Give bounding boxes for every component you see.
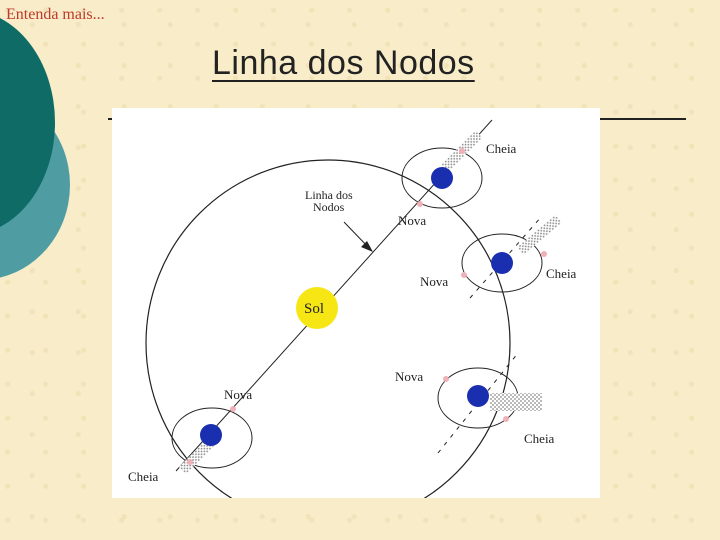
system-left: Nova Cheia [128, 387, 252, 484]
full-label-left: Cheia [128, 469, 159, 484]
nodes-line-pointer-head [361, 241, 373, 252]
new-label-left: Nova [224, 387, 252, 402]
moon-full-top [459, 148, 465, 154]
moon-full-left [187, 459, 193, 465]
system-right: Cheia Nova [420, 215, 577, 298]
slide-title: Linha dos Nodos [212, 44, 475, 83]
full-label-lowright: Cheia [524, 431, 555, 446]
moon-new-left [230, 406, 236, 412]
nodes-line-label-2: Nodos [313, 200, 345, 214]
nodes-line-diagram: Sol Linha dos Nodos Cheia Nova Cheia Nov… [112, 108, 600, 498]
moon-full-lowright [503, 416, 509, 422]
full-label-right: Cheia [546, 266, 577, 281]
moon-full-right [541, 251, 547, 257]
new-label-lowright: Nova [395, 369, 423, 384]
decorative-circles [0, 0, 90, 300]
system-lowright: Cheia Nova [395, 353, 555, 453]
moon-new-right [461, 272, 467, 278]
earth-top [431, 167, 453, 189]
moon-new-lowright [443, 376, 449, 382]
new-label-top: Nova [398, 213, 426, 228]
earth-right [491, 252, 513, 274]
sun-label: Sol [304, 301, 324, 317]
shadow-right [517, 215, 562, 255]
full-label-top: Cheia [486, 141, 517, 156]
moon-new-top [417, 201, 423, 207]
earth-left [200, 424, 222, 446]
shadow-lowright [490, 393, 542, 411]
diagram-panel: Sol Linha dos Nodos Cheia Nova Cheia Nov… [112, 108, 600, 498]
earth-lowright [467, 385, 489, 407]
section-header: Entenda mais... [6, 6, 105, 24]
new-label-right: Nova [420, 274, 448, 289]
